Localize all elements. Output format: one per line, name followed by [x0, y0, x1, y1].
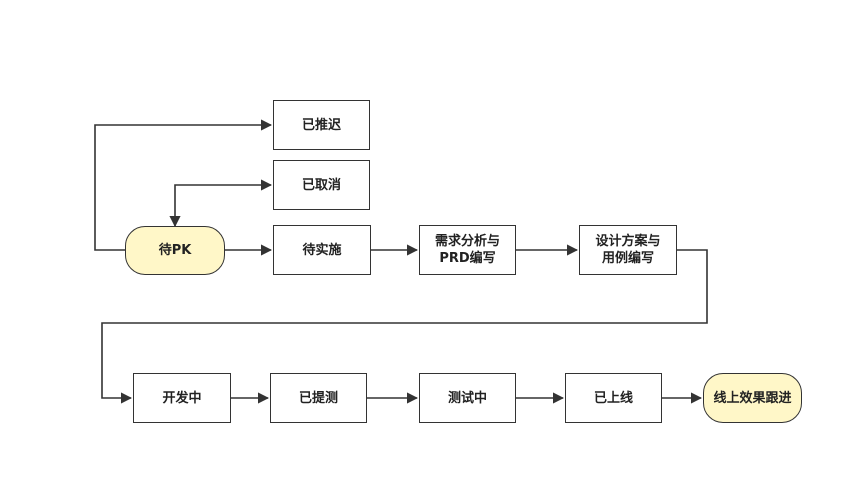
node-postponed: 已推迟	[273, 100, 370, 150]
node-to-implement: 待实施	[273, 225, 371, 275]
edge-design-to-developing	[101, 249, 708, 404]
node-tracking: 线上效果跟进	[703, 373, 802, 423]
node-submitted-test: 已提测	[270, 373, 367, 423]
node-cancelled: 已取消	[273, 160, 370, 210]
edge-pk-cancelled-bidirectional	[169, 179, 273, 228]
edge-pk-to-postponed	[94, 119, 273, 251]
node-testing: 测试中	[419, 373, 516, 423]
node-released: 已上线	[565, 373, 662, 423]
node-requirement-analysis: 需求分析与 PRD编写	[419, 225, 516, 275]
node-pending-pk: 待PK	[125, 226, 225, 275]
node-design: 设计方案与 用例编写	[579, 225, 677, 275]
node-developing: 开发中	[133, 373, 231, 423]
